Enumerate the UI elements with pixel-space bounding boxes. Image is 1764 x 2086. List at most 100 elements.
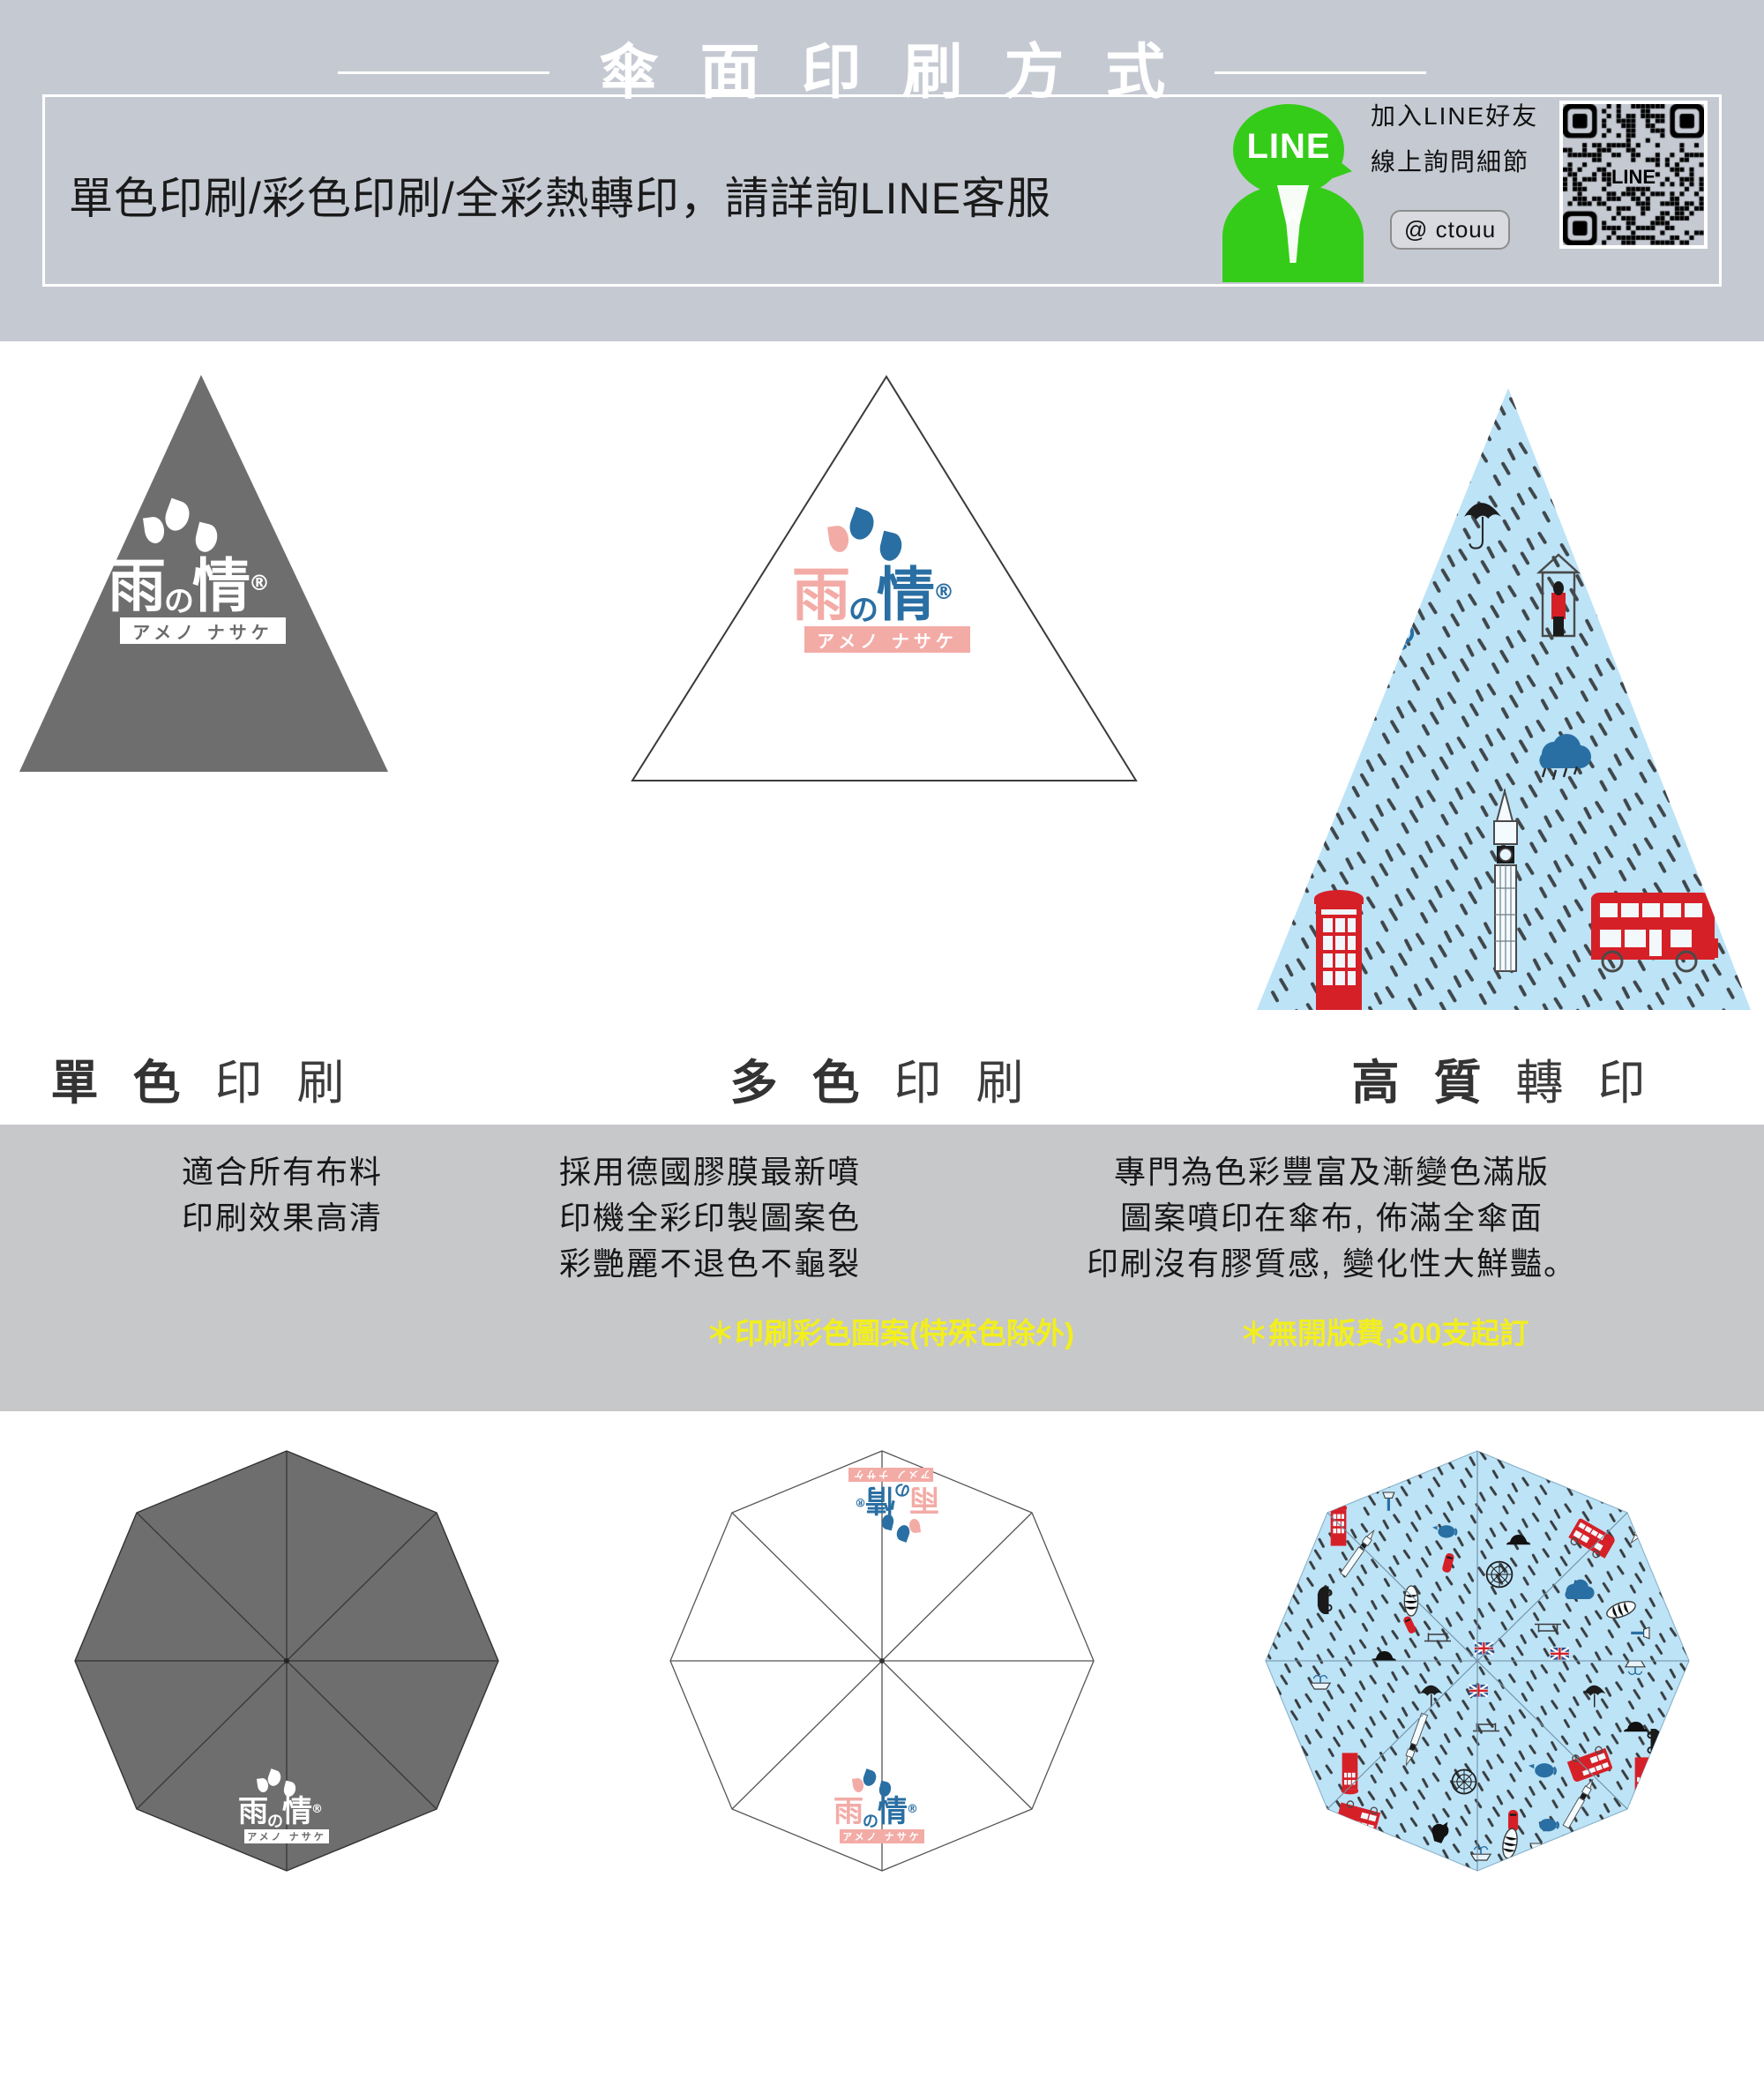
logo-kana-mono: アメノ ナサケ [120, 617, 286, 644]
teapot-motif [1432, 1525, 1458, 1538]
umbrella-topview-row: 雨の情® アメノ ナサケ 雨の情® アメノ ナサケ 雨の情® アメノ ナサケ [0, 1411, 1764, 2086]
triangle-samples-row: 雨の情® アメノ ナサケ 雨の情® アメノ ナサケ [0, 341, 1764, 1038]
desc-line: 印機全彩印製圖案色 [558, 1200, 861, 1237]
umbrella-canvas [74, 1450, 1690, 1872]
line-speech-bubble-icon [1233, 104, 1344, 196]
desc-col-pattern: 專門為色彩豐富及漸變色滿版 圖案噴印在傘布, 佈滿全傘面 印刷沒有膠質感, 變化… [1041, 1149, 1623, 1288]
ferris-wheel-motif [1451, 1768, 1477, 1795]
logo-main: 雨の情® [238, 1780, 335, 1831]
line-add-friend-text: 加入LINE好友 [1371, 102, 1539, 130]
double-decker-bus-motif [1566, 1746, 1613, 1782]
page-title: 傘 面 印 刷 方 式 [598, 39, 1178, 106]
big-ben-motif [1340, 1529, 1375, 1578]
desc-line: 適合所有布料 [181, 1154, 383, 1190]
desc-line: 印刷效果高清 [181, 1200, 383, 1237]
line-online-inquiry-text: 線上詢問細節 [1371, 148, 1530, 176]
bowler-hat-motif [1624, 1722, 1648, 1732]
logo-color: 雨の情® アメノ ナサケ [792, 506, 982, 653]
umbrella-logo-mono: 雨の情® アメノ ナサケ [238, 1768, 335, 1843]
telephone-booth-motif [1633, 1757, 1651, 1799]
desc-col-mono: 適合所有布料 印刷效果高清 [0, 1149, 573, 1241]
title-rule-right [1215, 71, 1427, 74]
post-box-motif [1442, 1552, 1454, 1573]
line-qr-code[interactable]: LINE [1559, 101, 1708, 249]
big-ben-motif [1405, 1712, 1429, 1767]
double-decker-bus-motif [1591, 892, 1718, 973]
telephone-booth-motif [1341, 1753, 1358, 1795]
logo-kana-color: アメノ ナサケ [804, 626, 970, 653]
sample-labels-row: 單 色 印 刷 多 色 印 刷 高 質 轉 印 [0, 1038, 1764, 1125]
line-bubble-label: LINE [1246, 127, 1331, 166]
gherkin-tower-motif [1606, 1601, 1636, 1619]
fountain-motif [1309, 1674, 1332, 1690]
big-ben-motif [1562, 1778, 1594, 1829]
qr-center-label: LINE [1611, 166, 1656, 188]
fountain-motif [1469, 1845, 1492, 1861]
logo-kanji: 雨の情® [856, 1480, 939, 1518]
logo-kanji-mono: 雨の情® [108, 551, 270, 620]
label-color: 多 色 印 刷 [729, 1057, 1035, 1110]
header-band: 傘 面 印 刷 方 式 單色印刷/彩色印刷/全彩熱轉印，請詳詢LINE客服 LI… [0, 0, 1764, 341]
tea-cup-motif [1349, 623, 1415, 654]
logo-kana: アメノ ナサケ [244, 1829, 329, 1843]
desc-line: 彩艷麗不退色不龜裂 [558, 1245, 861, 1282]
line-id-badge[interactable]: @ ctouu [1390, 210, 1511, 250]
tower-bridge-motif [1535, 1623, 1561, 1633]
description-band: 適合所有布料 印刷效果高清 採用德國膠膜最新噴 印機全彩印製圖案色 彩艷麗不退色… [0, 1125, 1764, 1411]
bowler-hat-motif [1372, 1651, 1397, 1662]
triangle-pattern-motifs [1257, 388, 1751, 1010]
post-box-motif [1508, 1810, 1519, 1832]
street-lamp-motif [1631, 1626, 1650, 1640]
desc-line: 專門為色彩豐富及漸變色滿版 [1113, 1154, 1550, 1190]
logo-kanji-color: 雨の情® [792, 560, 954, 629]
big-ben-motif [1630, 1499, 1669, 1544]
gherkin-tower-motif [1403, 1585, 1419, 1617]
union-jack-motif [1469, 1683, 1489, 1698]
union-jack-motif [1550, 1646, 1570, 1661]
gherkin-tower-motif [1502, 1828, 1518, 1859]
tower-bridge-motif [1424, 1633, 1451, 1642]
logo-kana: アメノ ナサケ [848, 1468, 933, 1482]
umbrella-pattern [1265, 1450, 1690, 1872]
header-subtitle: 單色印刷/彩色印刷/全彩熱轉印，請詳詢LINE客服 [69, 174, 1051, 223]
umbrella-mono [74, 1450, 499, 1872]
umbrella-logo-color-top: 雨の情® アメノ ナサケ [842, 1468, 939, 1543]
ferris-wheel-motif [1485, 1560, 1514, 1589]
label-pattern: 高 質 轉 印 [1351, 1057, 1656, 1110]
pattern-motif-group [1309, 1492, 1669, 1862]
street-lamp-motif [1382, 1492, 1395, 1511]
note-transfer-printing: ＊無開版費,300支起訂 [1239, 1317, 1529, 1350]
line-avatar-icon: LINE [1222, 104, 1364, 282]
logo-main: 雨の情® [833, 1780, 931, 1830]
bowler-hat-motif [1506, 1535, 1531, 1545]
teapot-motif [1539, 1819, 1559, 1832]
big-ben-motif [1493, 788, 1518, 972]
detective-silhouette-motif [1431, 1821, 1449, 1843]
telephone-booth-motif [1314, 890, 1364, 1010]
logo-main-mono: 雨の情® [108, 520, 297, 620]
desc-line: 圖案噴印在傘布, 佈滿全傘面 [1119, 1200, 1544, 1237]
teapot-motif [1529, 1763, 1557, 1778]
desc-line: 採用德國膠膜最新噴 [558, 1154, 861, 1190]
umbrella-motif [1420, 1685, 1443, 1708]
post-box-motif [1403, 1616, 1416, 1634]
rain-cloud-motif [1539, 734, 1592, 781]
triangle-mono [19, 375, 388, 772]
note-color-printing: ＊印刷彩色圖案(特殊色除外) [706, 1317, 1074, 1350]
rain-cloud-motif [1565, 1579, 1595, 1600]
telephone-booth-motif [1330, 1504, 1348, 1546]
desc-line: 印刷沒有膠質感, 變化性大鮮豔。 [1086, 1245, 1577, 1282]
umbrella-logo-color-bottom: 雨の情® アメノ ナサケ [833, 1768, 931, 1843]
logo-main-color: 雨の情® [792, 529, 982, 629]
double-decker-bus-motif [1568, 1518, 1615, 1559]
header-frame [42, 94, 1722, 287]
umbrella-motif [1464, 503, 1501, 550]
logo-kanji: 雨の情® [238, 1793, 323, 1831]
qr-canvas [1563, 104, 1704, 245]
triangle-color [631, 375, 1138, 781]
logo-kana: アメノ ナサケ [840, 1829, 924, 1843]
black-cab-motif [1317, 1586, 1333, 1614]
title-rule-left [337, 71, 549, 74]
line-contact-block[interactable]: LINE 加入LINE好友 線上詢問細節 @ ctouu LINE [1215, 99, 1709, 282]
